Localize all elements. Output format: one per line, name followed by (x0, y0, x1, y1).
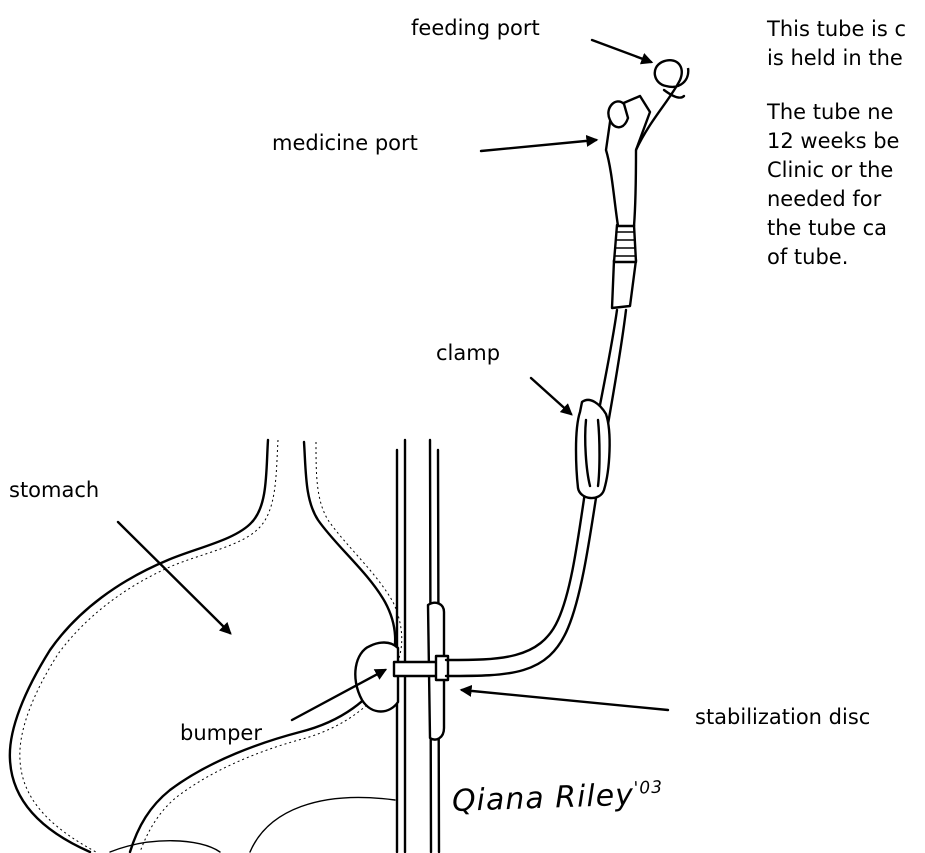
feeding-port-label: feeding port (411, 18, 540, 39)
paragraph-1: This tube is c is held in the (767, 15, 906, 73)
signature-year: '03 (633, 778, 663, 799)
medicine-port-label: medicine port (272, 133, 418, 154)
stabilization-disc-arrow (462, 690, 668, 710)
paragraph-2-line: The tube ne (767, 98, 899, 127)
stabilization-disc-label: stabilization disc (695, 707, 870, 728)
stomach-label: stomach (9, 480, 99, 501)
paragraph-2-line: Clinic or the (767, 156, 899, 185)
clamp-label: clamp (436, 343, 500, 364)
feeding-tube (446, 60, 688, 676)
signature-name: Qiana Riley (451, 778, 634, 819)
feeding-port-arrow (592, 40, 651, 62)
paragraph-2-line: needed for (767, 185, 899, 214)
bumper-shape (355, 643, 398, 712)
paragraph-2-line: 12 weeks be (767, 127, 899, 156)
paragraph-1-line: This tube is c (767, 15, 906, 44)
clamp-arrow (531, 378, 571, 414)
artist-signature: Qiana Riley'03 (451, 777, 663, 819)
paragraph-1-line: is held in the (767, 44, 906, 73)
stomach-arrow (118, 522, 230, 633)
paragraph-2-line: the tube ca (767, 214, 899, 243)
bumper-label: bumper (180, 723, 262, 744)
tube-stem (394, 656, 448, 680)
paragraph-2: The tube ne 12 weeks be Clinic or the ne… (767, 98, 899, 272)
paragraph-2-line: of tube. (767, 243, 899, 272)
medicine-port-arrow (481, 140, 596, 151)
